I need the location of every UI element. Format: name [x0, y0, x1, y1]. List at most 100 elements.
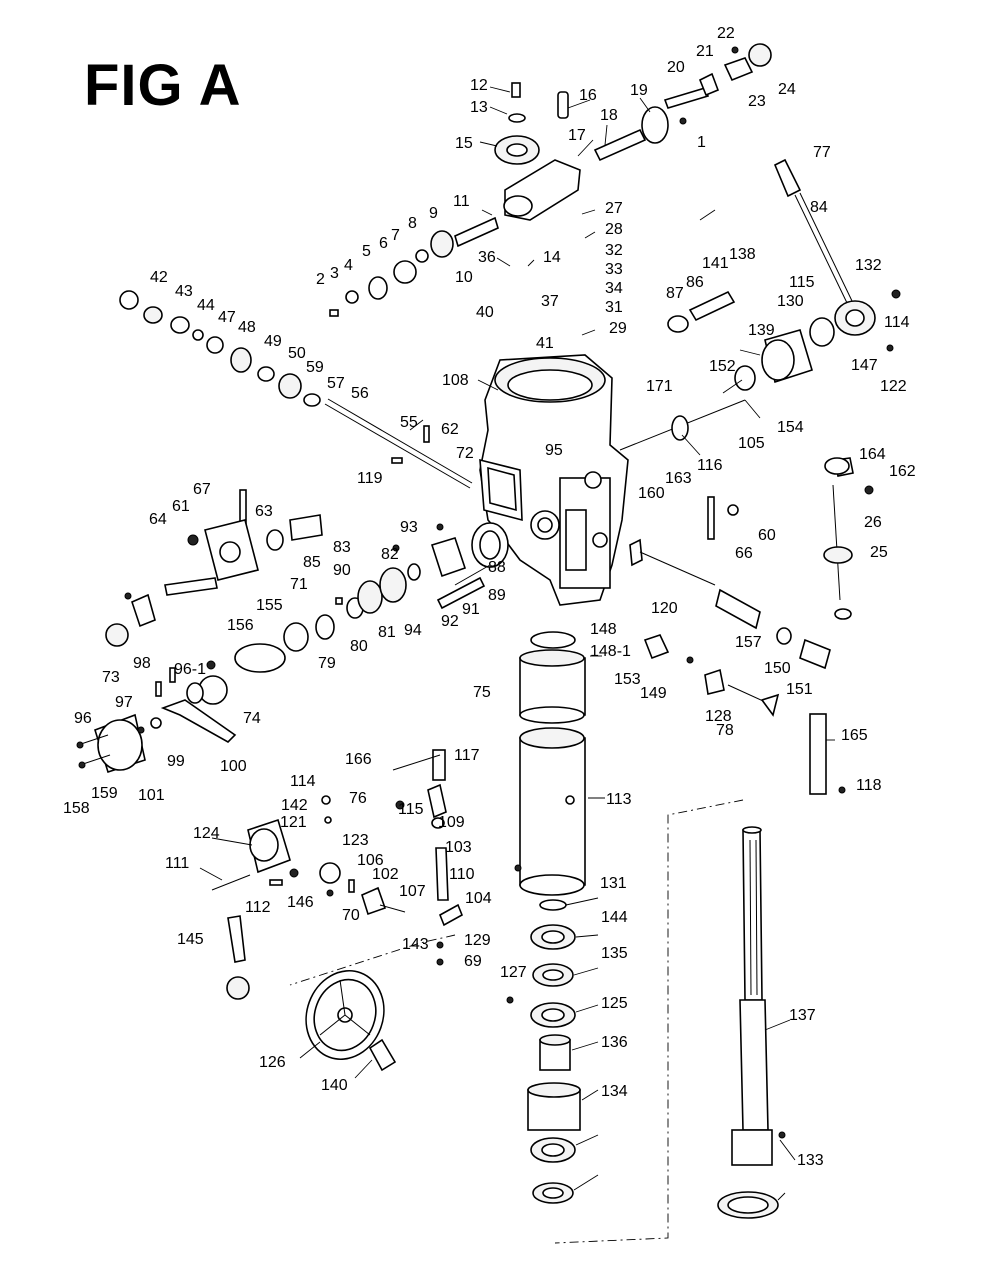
- part-label: 63: [255, 503, 273, 520]
- part-label: 4: [344, 257, 353, 274]
- part-label: 40: [476, 304, 494, 321]
- part-label: 56: [351, 385, 369, 402]
- part-label: 41: [536, 335, 554, 352]
- left-upper-shaft: [119, 216, 499, 489]
- part-label: 2: [316, 271, 325, 288]
- part-label: 95: [545, 442, 563, 459]
- part-label: 88: [488, 559, 506, 576]
- part-label: 44: [197, 297, 215, 314]
- part-label: 76: [349, 790, 367, 807]
- part-label: 101: [138, 787, 165, 804]
- part-label: 140: [321, 1077, 348, 1094]
- part-label: 148-1: [590, 643, 631, 660]
- part-label: 130: [777, 293, 804, 310]
- part-label: 66: [735, 545, 753, 562]
- part-label: 6: [379, 235, 388, 252]
- part-label: 59: [306, 359, 324, 376]
- part-label: 80: [350, 638, 368, 655]
- part-label: 33: [605, 261, 623, 278]
- part-label: 90: [333, 562, 351, 579]
- part-label: 96-1: [174, 661, 206, 678]
- part-label: 110: [449, 866, 475, 883]
- part-label: 15: [455, 135, 473, 152]
- lower-lever-cluster: [211, 749, 522, 1004]
- part-label: 142: [281, 797, 308, 814]
- part-label: 129: [464, 932, 491, 949]
- part-label: 42: [150, 269, 168, 286]
- part-label: 164: [859, 446, 886, 463]
- part-label: 55: [400, 414, 418, 431]
- part-label: 158: [63, 800, 90, 817]
- part-label: 23: [748, 93, 766, 110]
- part-label: 5: [362, 243, 371, 260]
- part-label: 96: [74, 710, 92, 727]
- part-label: 122: [880, 378, 907, 395]
- part-label: 159: [91, 785, 118, 802]
- part-label: 138: [729, 246, 756, 263]
- part-label: 32: [605, 242, 623, 259]
- part-label: 120: [651, 600, 678, 617]
- part-label: 86: [686, 274, 704, 291]
- part-label: 144: [601, 909, 628, 926]
- part-label: 137: [789, 1007, 816, 1024]
- part-label: 17: [568, 127, 586, 144]
- part-label: 154: [777, 419, 804, 436]
- part-label: 143: [402, 936, 429, 953]
- leader-lines: [199, 86, 835, 1201]
- part-label: 9: [429, 205, 438, 222]
- part-label: 37: [541, 293, 559, 310]
- part-label: 69: [464, 953, 482, 970]
- part-label: 107: [399, 883, 426, 900]
- part-label: 50: [288, 345, 306, 362]
- part-label: 141: [702, 255, 729, 272]
- handwheel: [305, 969, 397, 1072]
- part-label: 47: [218, 309, 236, 326]
- part-label: 28: [605, 221, 623, 238]
- part-label: 134: [601, 1083, 628, 1100]
- part-label: 115: [398, 801, 424, 818]
- part-label: 123: [342, 832, 369, 849]
- part-label: 87: [666, 285, 684, 302]
- part-label: 132: [855, 257, 882, 274]
- part-label: 105: [738, 435, 765, 452]
- part-label: 57: [327, 375, 345, 392]
- part-label: 27: [605, 200, 623, 217]
- part-label: 73: [102, 669, 120, 686]
- part-label: 8: [408, 215, 417, 232]
- part-label: 114: [884, 314, 910, 331]
- part-label: 7: [391, 227, 400, 244]
- part-label: 31: [605, 299, 623, 316]
- part-label: 136: [601, 1034, 628, 1051]
- part-label: 19: [630, 82, 648, 99]
- part-label: 12: [470, 77, 488, 94]
- part-label: 127: [500, 964, 527, 981]
- head-casting: [471, 354, 629, 606]
- part-label: 75: [473, 684, 491, 701]
- part-label: 79: [318, 655, 336, 672]
- part-label: 147: [851, 357, 878, 374]
- part-label: 133: [797, 1152, 824, 1169]
- part-label: 146: [287, 894, 314, 911]
- part-label: 111: [165, 855, 189, 872]
- part-label: 116: [697, 457, 723, 474]
- part-label: 29: [609, 320, 627, 337]
- part-label: 48: [238, 319, 256, 336]
- part-label: 106: [357, 852, 384, 869]
- part-label: 128: [705, 708, 732, 725]
- part-label: 145: [177, 931, 204, 948]
- part-label: 112: [245, 899, 271, 916]
- upper-gear-arm: [494, 43, 772, 221]
- part-label: 85: [303, 554, 321, 571]
- part-label: 118: [856, 777, 882, 794]
- part-label: 20: [667, 59, 685, 76]
- part-label: 148: [590, 621, 617, 638]
- part-label: 78: [716, 722, 734, 739]
- part-label: 124: [193, 825, 220, 842]
- part-label: 91: [462, 601, 480, 618]
- part-label: 72: [456, 445, 474, 462]
- part-label: 24: [778, 81, 796, 98]
- part-label: 153: [614, 671, 641, 688]
- spindle: [717, 826, 786, 1219]
- left-mid-assembly: [105, 489, 491, 673]
